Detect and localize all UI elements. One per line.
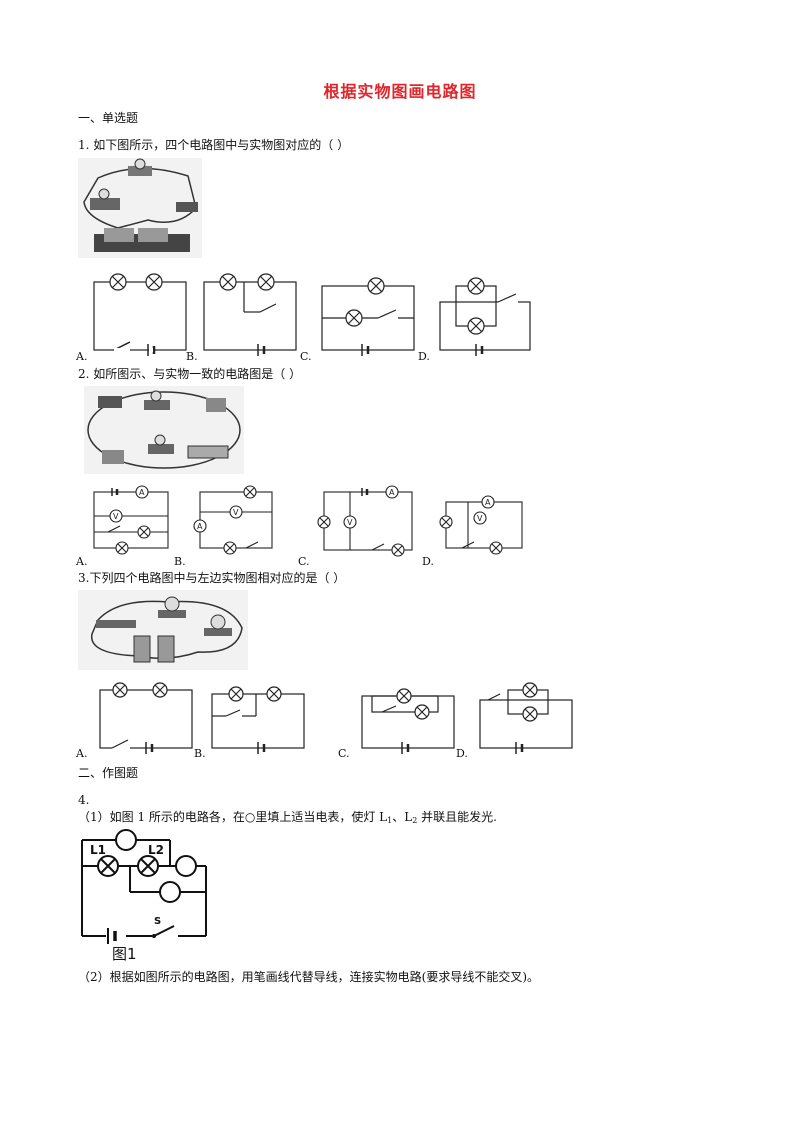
question-1-photo-drawing: [83, 158, 198, 252]
q1-option-a-label: A.: [76, 350, 88, 363]
q2-circuit-b: A V: [193, 485, 273, 555]
svg-text:L1: L1: [90, 843, 106, 857]
svg-text:A: A: [485, 498, 491, 507]
svg-text:L2: L2: [148, 843, 164, 857]
q3-option-d-label: D.: [456, 747, 468, 760]
question-4-part-1: （1）如图 1 所示的电路各，在○里填上适当电表，使灯 L1、L2 并联且能发光…: [78, 810, 497, 825]
question-4-number: 4.: [78, 793, 90, 807]
q3-circuit-b: [211, 686, 305, 754]
q2-circuit-d: A V: [439, 495, 523, 555]
svg-text:V: V: [347, 518, 353, 527]
q2-option-a-label: A.: [76, 555, 88, 568]
svg-text:S: S: [154, 916, 161, 927]
q2-circuit-c: A V: [317, 485, 413, 557]
q1-circuit-b: [203, 273, 297, 356]
question-2-circuit-options: A V A V A V: [93, 485, 523, 557]
q1-circuit-a: [93, 273, 187, 356]
q2-option-b-label: B.: [174, 555, 186, 568]
q3-circuit-d: [479, 682, 573, 754]
q3-circuit-c: [361, 688, 455, 754]
question-2-text: 2. 如所图示、与实物一致的电路图是（ ）: [78, 367, 302, 381]
q2-circuit-a: A V: [93, 485, 169, 555]
q3-circuit-a: [99, 682, 193, 754]
section-heading-drawing: 二、作图题: [78, 766, 139, 780]
q3-option-c-label: C.: [338, 747, 350, 760]
q1-option-d-label: D.: [418, 350, 430, 363]
question-3-text: 3.下列四个电路图中与左边实物图相对应的是（ ）: [78, 571, 346, 585]
page-title: 根据实物图画电路图: [323, 82, 477, 101]
q1-circuit-d: [439, 277, 531, 356]
question-1-photo: [78, 158, 202, 258]
svg-text:A: A: [197, 522, 203, 531]
question-2-photo-drawing: [87, 390, 241, 469]
question-3-photo-drawing: [91, 596, 243, 663]
svg-text:A: A: [139, 488, 145, 497]
question-3-photo: [78, 590, 248, 670]
q3-option-a-label: A.: [76, 747, 88, 760]
svg-text:V: V: [113, 512, 119, 521]
q3-option-b-label: B.: [194, 747, 206, 760]
q2-option-c-label: C.: [298, 555, 310, 568]
svg-text:V: V: [233, 508, 239, 517]
svg-text:A: A: [389, 488, 395, 497]
question-1-circuit-options: [93, 273, 531, 356]
question-4-part-2: （2）根据如图所示的电路图，用笔画线代替导线，连接实物电路(要求导线不能交叉)。: [78, 970, 540, 984]
q1-option-b-label: B.: [186, 350, 198, 363]
section-heading-single-choice: 一、单选题: [78, 111, 139, 125]
figure-1-caption: 图1: [112, 945, 137, 963]
question-3-circuit-options: [99, 682, 573, 754]
q1-circuit-c: [321, 277, 415, 356]
question-1-text: 1. 如下图所示，四个电路图中与实物图对应的（ ）: [78, 138, 350, 152]
question-4-figure-1: L1 L2 S: [81, 829, 207, 944]
svg-text:V: V: [477, 514, 483, 523]
q2-option-d-label: D.: [422, 555, 434, 568]
question-2-photo: [84, 386, 244, 474]
q1-option-c-label: C.: [300, 350, 312, 363]
